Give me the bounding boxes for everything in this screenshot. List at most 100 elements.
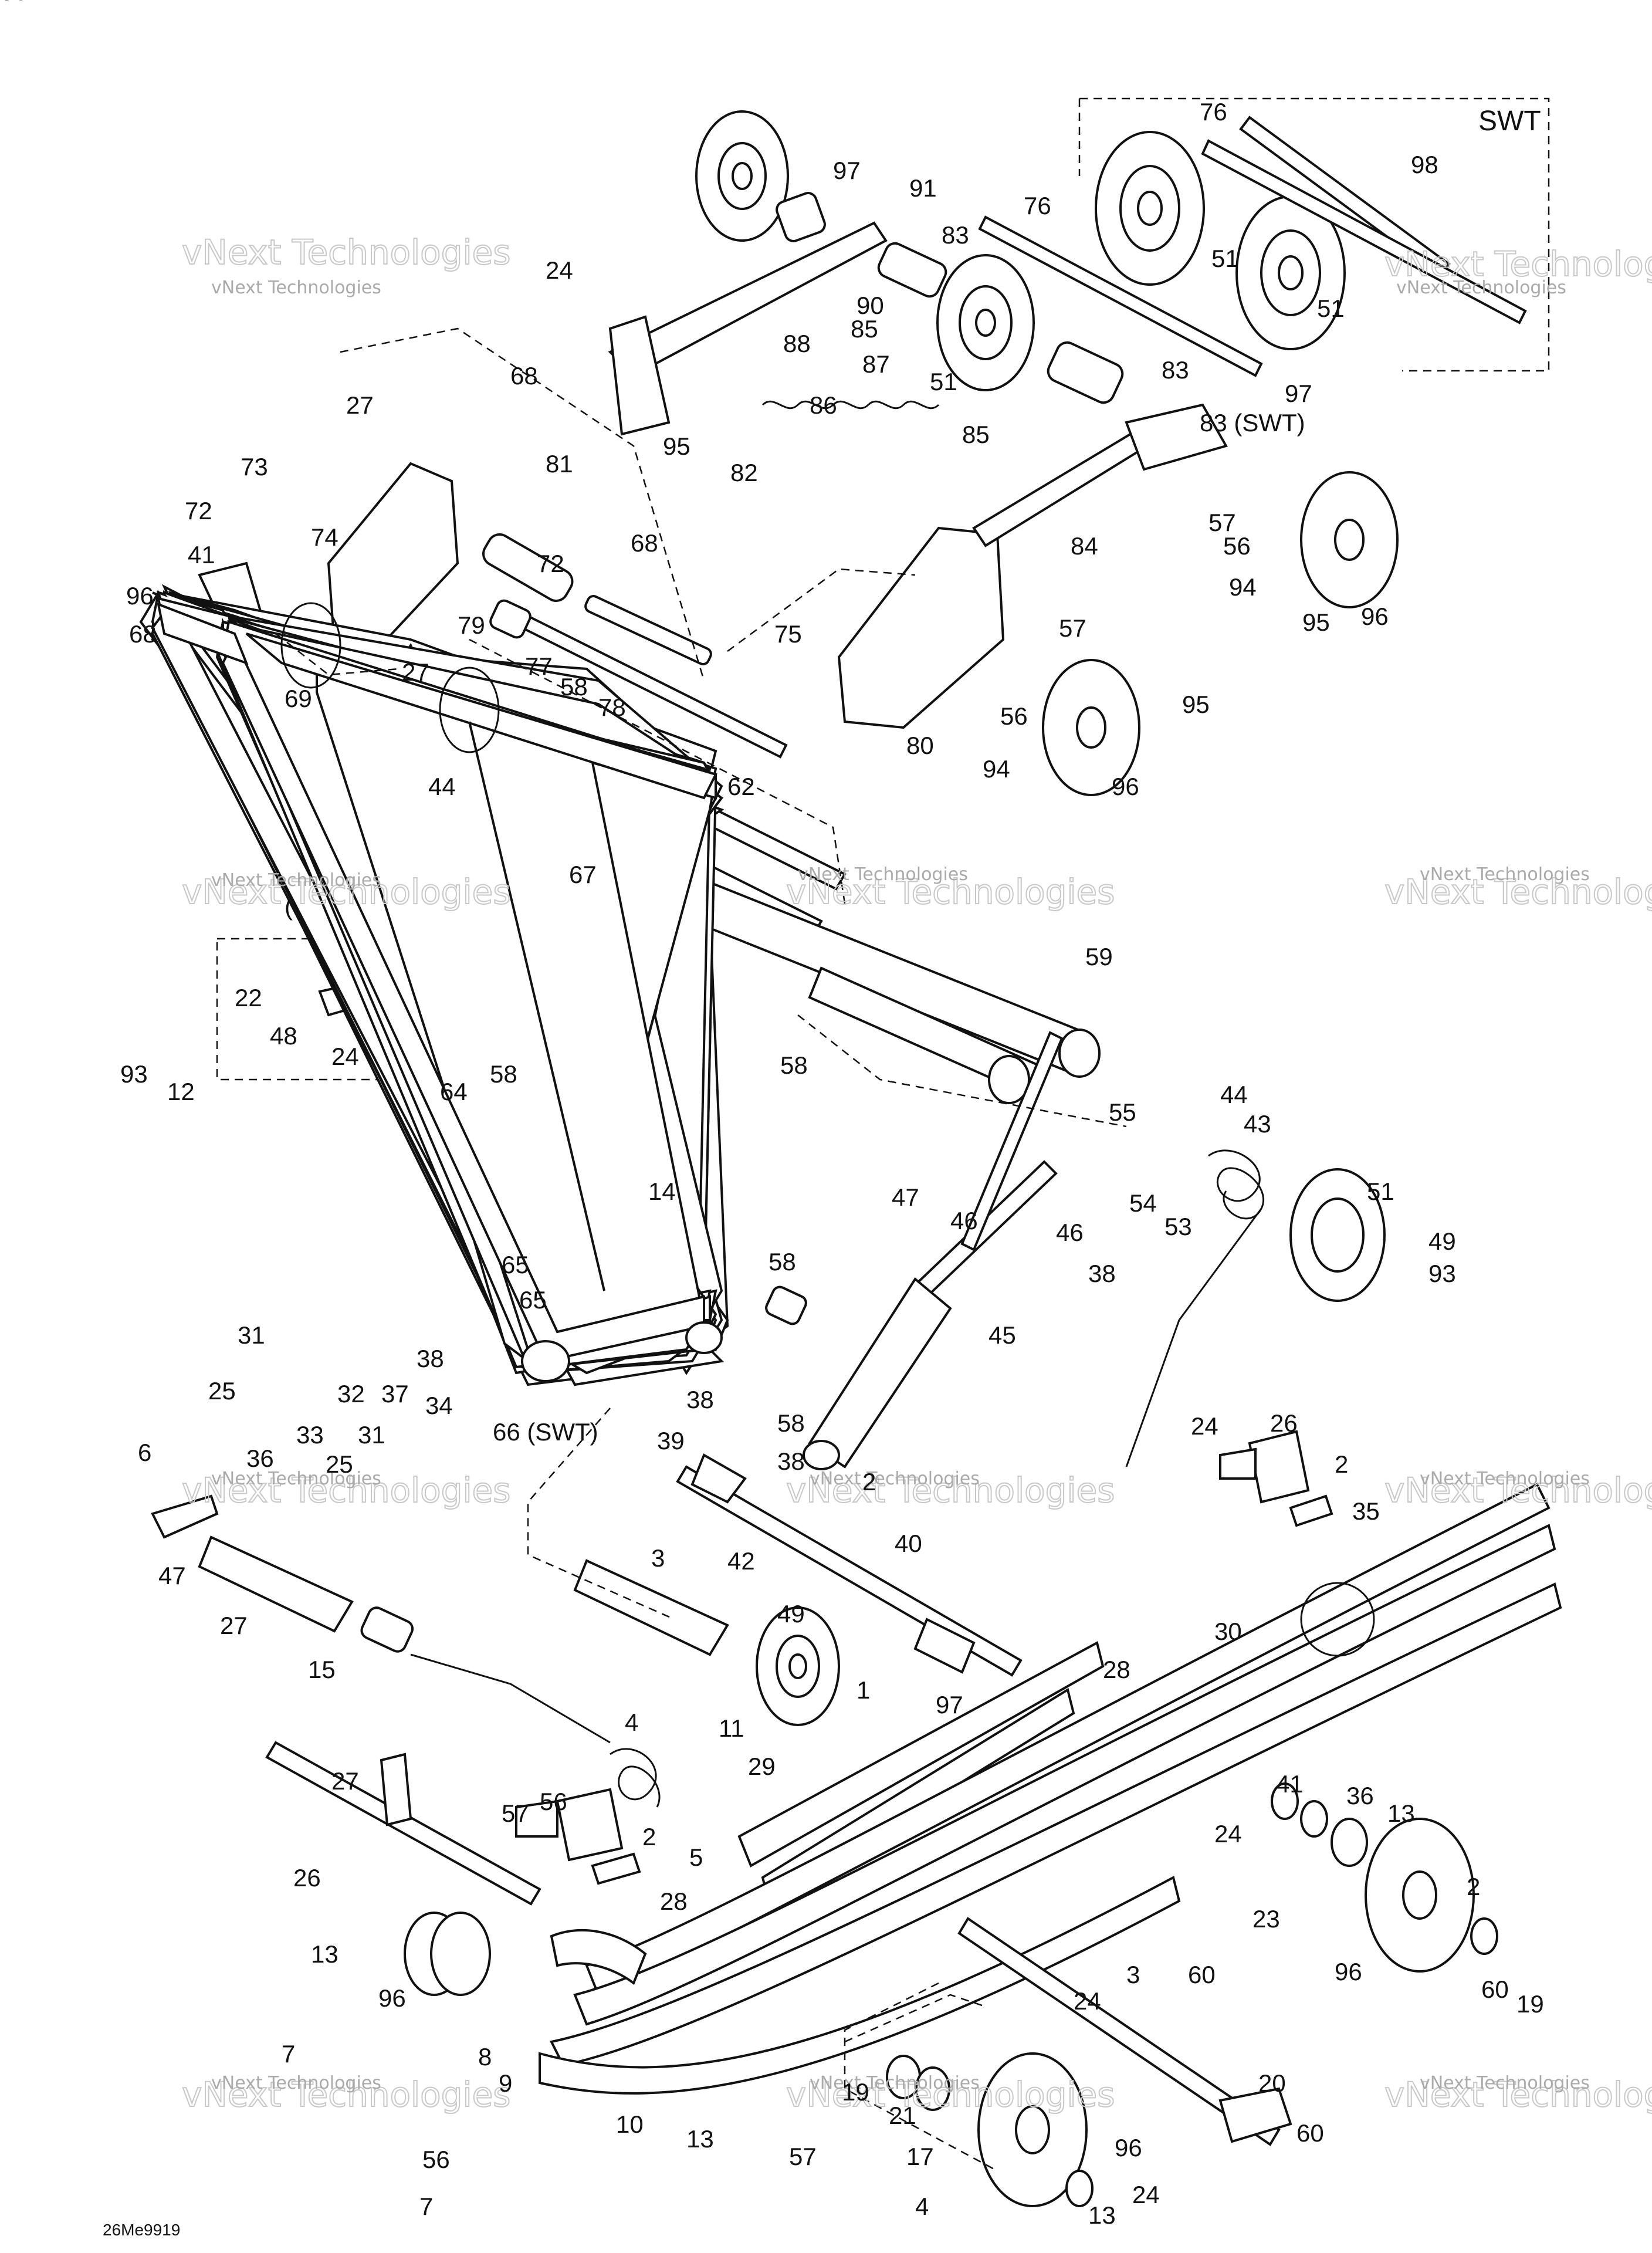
part-callout: 54 bbox=[1129, 1189, 1157, 1217]
part-callout: 41 bbox=[188, 541, 215, 569]
part-callout: 94 bbox=[1229, 573, 1257, 601]
watermark: vNext Technologies vNext Technologies bbox=[181, 232, 511, 298]
part-callout: 3 bbox=[651, 1544, 665, 1572]
part-callout: 95 bbox=[663, 432, 690, 460]
part-callout: 11 bbox=[719, 1714, 744, 1742]
shock-absorber-45 bbox=[803, 1160, 1058, 1470]
part-callout: 26 bbox=[293, 1864, 321, 1892]
part-callout: 19 bbox=[1516, 1990, 1544, 2018]
strap-36-lower bbox=[380, 1753, 412, 1826]
part-callout: 36 bbox=[1346, 1782, 1374, 1809]
slide-rail-17 bbox=[539, 1876, 1181, 2095]
rear-arm-loops bbox=[280, 602, 500, 753]
part-callout: 56 bbox=[1223, 532, 1251, 560]
part-callout: 44 bbox=[428, 773, 456, 800]
svg-text:vNext Technologies: vNext Technologies bbox=[211, 2073, 381, 2093]
rear-aframe-simplified bbox=[221, 632, 723, 1382]
svg-text:vNext Technologies: vNext Technologies bbox=[786, 2075, 1115, 2115]
part-callout: 76 bbox=[1200, 98, 1227, 126]
part-callout: 38 bbox=[1088, 1260, 1116, 1287]
left-tube-30 bbox=[198, 1535, 414, 1653]
part-callout: 51 bbox=[1367, 1178, 1394, 1205]
part-callout: 38 bbox=[417, 1345, 444, 1372]
svg-text:vNext Technologies: vNext Technologies bbox=[211, 870, 381, 891]
part-callout: 27 bbox=[331, 1767, 359, 1795]
part-callout: 51 bbox=[1317, 295, 1345, 322]
svg-text:vNext Technologies: vNext Technologies bbox=[1384, 1470, 1652, 1510]
part-callout: 64 bbox=[440, 1078, 468, 1105]
part-callout: 76 bbox=[1024, 192, 1051, 219]
part-callout: 65 bbox=[502, 1251, 529, 1278]
part-callout: 98 bbox=[1411, 151, 1438, 178]
part-callout: 78 bbox=[598, 694, 626, 721]
svg-text:vNext Technologies: vNext Technologies bbox=[810, 2073, 980, 2093]
part-callout: 9 bbox=[499, 2069, 512, 2097]
diagram-code: 26Me9919 bbox=[103, 2221, 180, 2239]
dashed-outlines bbox=[275, 327, 1127, 2172]
part-callout: 24 bbox=[1191, 1412, 1218, 1440]
part-callout: 46 bbox=[1056, 1219, 1084, 1246]
part-callout: 60 bbox=[1188, 1961, 1216, 1988]
part-callout: 58 bbox=[769, 1248, 796, 1276]
part-callout: 97 bbox=[1285, 380, 1312, 407]
part-callout: 34 bbox=[425, 1392, 453, 1419]
part-callout: 96 bbox=[1115, 2134, 1142, 2161]
part-callout: 13 bbox=[686, 2125, 714, 2153]
part-callout: 72 bbox=[185, 497, 212, 525]
part-callout: 96 bbox=[1361, 603, 1389, 630]
part-callout: 49 bbox=[777, 1600, 805, 1628]
svg-text:vNext Technologies: vNext Technologies bbox=[798, 864, 968, 885]
slide-rail-1 bbox=[550, 1483, 1562, 2067]
part-callout: 90 bbox=[857, 292, 884, 319]
wheel-94-lower bbox=[1042, 659, 1140, 796]
part-callout: 62 bbox=[727, 773, 755, 800]
part-callout: 72 bbox=[537, 550, 564, 577]
rear-wheel-top bbox=[695, 110, 789, 242]
part-callout: 40 bbox=[895, 1530, 922, 1557]
part-callout: 68 bbox=[129, 620, 157, 648]
part-callout: 19 bbox=[842, 2078, 869, 2106]
swt-axles bbox=[978, 116, 1527, 377]
part-callout: 24 bbox=[1214, 1820, 1242, 1848]
part-callout: 3 bbox=[1126, 1961, 1140, 1988]
part-callout: 17 bbox=[906, 2143, 934, 2170]
wheel-51-mid bbox=[1289, 1168, 1386, 1302]
watermark-group: vNext Technologies vNext Technologies vN… bbox=[181, 232, 1652, 2115]
part-callout: 82 bbox=[730, 459, 758, 486]
part-callout: 28 bbox=[1103, 1656, 1130, 1683]
svg-text:vNext Technologies: vNext Technologies bbox=[810, 1469, 980, 1489]
part-callout: 56 bbox=[1000, 702, 1028, 730]
part-callout: 26 bbox=[1270, 1409, 1298, 1437]
svg-text:vNext Technologies: vNext Technologies bbox=[1384, 872, 1652, 912]
part-callout: 87 bbox=[862, 350, 890, 378]
part-callout: 60 bbox=[1481, 1975, 1509, 2003]
part-callout: 24 bbox=[1132, 2181, 1160, 2208]
part-callout: 58 bbox=[777, 1409, 805, 1437]
part-callout: 57 bbox=[502, 1799, 529, 1827]
swt-label: SWT bbox=[1478, 106, 1541, 137]
bracket-26-right bbox=[1219, 1430, 1333, 1527]
part-callout: 86 bbox=[810, 391, 837, 419]
part-callout: 5 bbox=[689, 1843, 703, 1871]
part-callout: 85 bbox=[962, 421, 990, 448]
part-callout: 21 bbox=[889, 2102, 916, 2129]
svg-text:vNext Technologies: vNext Technologies bbox=[182, 872, 510, 912]
part-callout: 4 bbox=[915, 2193, 929, 2220]
part-callout: 7 bbox=[282, 2040, 295, 2068]
part-callout: 49 bbox=[1428, 1227, 1456, 1255]
part-callout: 31 bbox=[358, 1421, 385, 1449]
part-callout: 2 bbox=[1467, 1873, 1480, 1900]
svg-text:vNext Technologies: vNext Technologies bbox=[1420, 864, 1590, 885]
part-callout: 51 bbox=[930, 368, 957, 395]
svg-text:vNext Technologies: vNext Technologies bbox=[182, 232, 510, 272]
part-callout: 12 bbox=[167, 1078, 195, 1105]
part-callout: 68 bbox=[510, 362, 538, 390]
part-callout: 6 bbox=[138, 1439, 151, 1466]
part-callout: 24 bbox=[1074, 1987, 1101, 2015]
part-callout: 15 bbox=[308, 1656, 336, 1683]
idler-wheel-51 bbox=[936, 254, 1035, 391]
svg-text:vNext Technologies: vNext Technologies bbox=[211, 278, 381, 298]
part-callout: 13 bbox=[1387, 1799, 1415, 1827]
wheel-7-bottom bbox=[977, 2052, 1088, 2207]
